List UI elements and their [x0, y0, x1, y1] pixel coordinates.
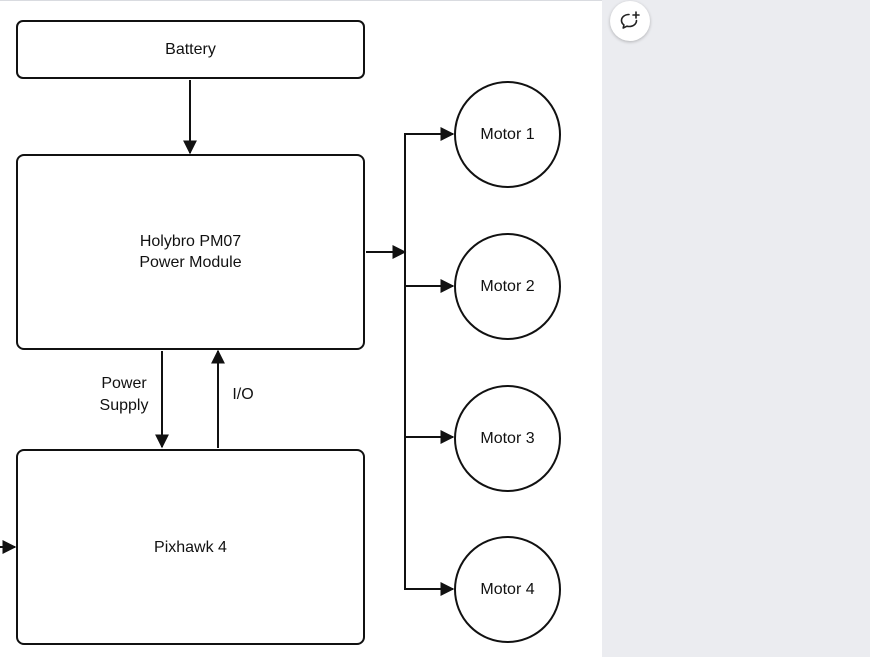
power-module-label-line2: Power Module [139, 254, 242, 271]
connector-lines [0, 80, 455, 596]
power-module-label-line1: Holybro PM07 [139, 233, 242, 250]
side-panel [602, 0, 870, 657]
power-supply-label: Power Supply [92, 373, 156, 417]
battery-label: Battery [165, 41, 216, 58]
motor-4-node[interactable]: Motor 4 [454, 536, 561, 643]
motor-2-label: Motor 2 [480, 277, 535, 295]
power-supply-label-line1: Power [101, 375, 147, 392]
motor-3-node[interactable]: Motor 3 [454, 385, 561, 492]
pixhawk-label: Pixhawk 4 [154, 538, 227, 556]
io-label: I/O [232, 386, 254, 403]
battery-node[interactable]: Battery [16, 20, 365, 79]
motor-2-node[interactable]: Motor 2 [454, 233, 561, 340]
add-comment-button[interactable] [610, 1, 650, 41]
power-supply-label-line2: Supply [99, 397, 149, 414]
diagram-canvas: Battery Holybro PM07 Power Module Pixhaw… [0, 0, 602, 657]
power-module-node[interactable]: Holybro PM07 Power Module [16, 154, 365, 350]
motor-1-label: Motor 1 [480, 125, 535, 143]
motor-1-node[interactable]: Motor 1 [454, 81, 561, 188]
pixhawk-node[interactable]: Pixhawk 4 [16, 449, 365, 645]
canvas-top-border [0, 0, 602, 1]
add-comment-icon [620, 11, 640, 29]
motor-4-label: Motor 4 [480, 580, 535, 598]
motor-3-label: Motor 3 [480, 429, 535, 447]
